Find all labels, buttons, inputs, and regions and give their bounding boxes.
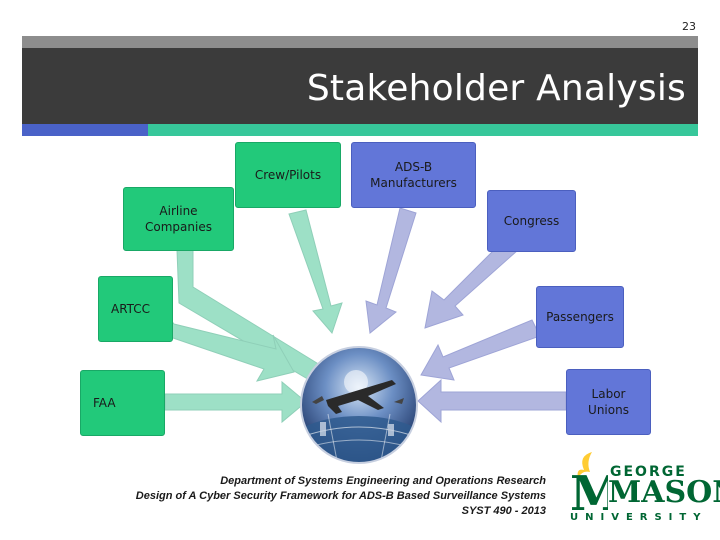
footer-line-2: Design of A Cyber Security Framework for… (135, 489, 546, 502)
gmu-logo-university: UNIVERSITY (570, 512, 708, 523)
gmu-logo-george: GEORGE (610, 464, 687, 480)
stripe-teal (148, 124, 698, 136)
arrow-from-crew (288, 209, 343, 334)
node-faa-label: FAA (93, 395, 116, 410)
gmu-logo: M GEORGE MASON UNIVERSITY (568, 450, 720, 526)
gmu-logo-mason: MASON (608, 475, 720, 510)
arrow-from-adsb (365, 207, 417, 334)
gmu-logo-m-icon: M (570, 452, 608, 514)
slide-title: Stakeholder Analysis (306, 68, 686, 109)
footer-text: Department of Systems Engineering and Op… (90, 474, 546, 519)
node-airline-line2: Companies (145, 220, 212, 234)
title-banner (22, 48, 698, 124)
node-adsb-manufacturers: ADS-B Manufacturers (351, 142, 476, 208)
node-passengers-label: Passengers (546, 309, 614, 324)
node-congress-label: Congress (503, 213, 560, 228)
arrow-from-artcc (162, 309, 295, 382)
arrow-from-congress (424, 235, 519, 329)
airplane-globe-image (300, 346, 418, 464)
arrow-from-faa (164, 380, 307, 424)
footer-line-1: Department of Systems Engineering and Op… (220, 475, 546, 487)
node-airline-companies: Airline Companies (123, 187, 234, 251)
node-labor-unions: Labor Unions (566, 369, 651, 435)
node-labor-line1: Labor (591, 386, 626, 401)
node-adsb-line1: ADS-B (394, 159, 433, 174)
header-top-band (22, 36, 698, 48)
svg-text:M: M (570, 466, 608, 514)
stripe-blue (22, 124, 148, 136)
page-number: 23 (682, 20, 696, 33)
node-airline-line1: Airline (159, 203, 198, 218)
arrow-from-passengers (420, 319, 541, 381)
node-artcc-label: ARTCC (111, 301, 151, 316)
node-faa: FAA (80, 370, 165, 436)
node-crew-pilots-label: Crew/Pilots (254, 167, 322, 182)
footer-line-3: SYST 490 - 2013 (461, 504, 546, 517)
node-congress: Congress (487, 190, 576, 252)
node-passengers: Passengers (536, 286, 624, 348)
node-crew-pilots: Crew/Pilots (235, 142, 341, 208)
node-labor-line2: Unions (588, 403, 629, 417)
node-adsb-line2: Manufacturers (370, 176, 457, 190)
arrow-from-labor (417, 378, 567, 424)
node-artcc: ARTCC (98, 276, 173, 342)
